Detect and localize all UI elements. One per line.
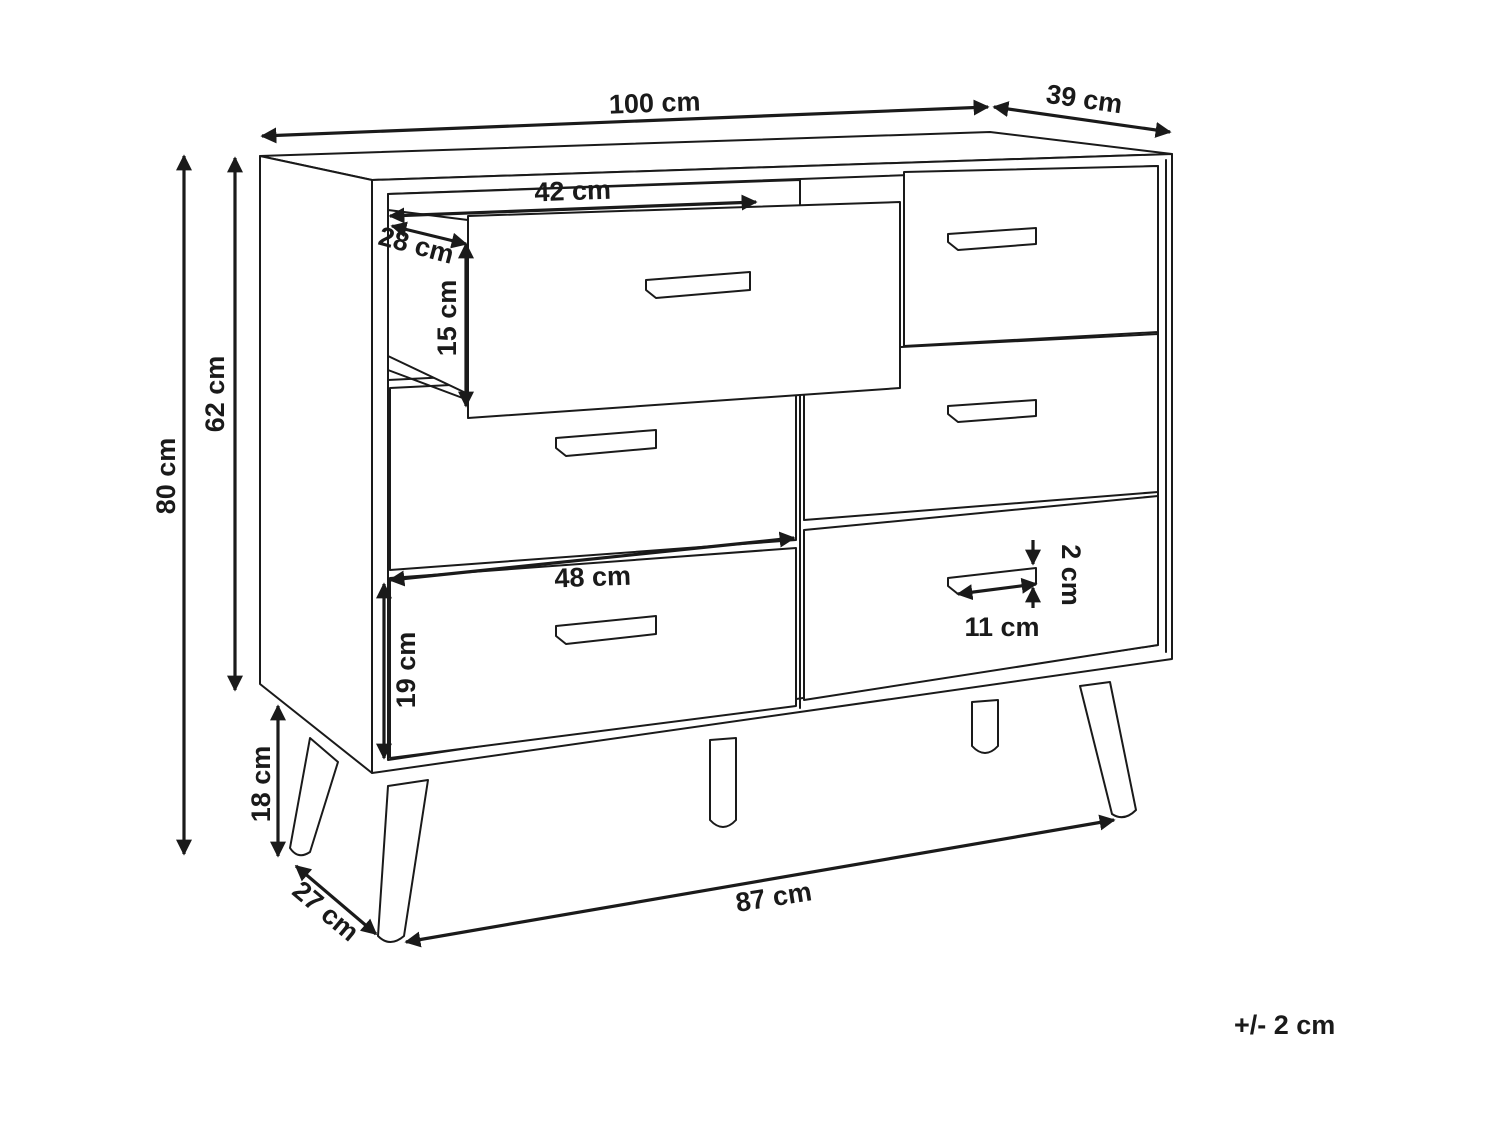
drawer-right-top [903,165,1159,347]
handle-icon [555,615,657,645]
leg-front-center [377,779,429,943]
label-drawer-width-top: 42 cm [534,175,612,208]
label-drawer-height-top: 15 cm [432,280,462,357]
handle-icon [947,399,1037,423]
leg-back-middle [709,737,737,828]
dim-line-leg-width [404,814,1116,948]
leg-front-left [289,737,339,857]
dim-line-drawer-depth [390,221,468,249]
leg-front-right [1079,681,1137,819]
dim-line-width [260,99,990,144]
left-side-panel [259,155,373,774]
label-body-height: 62 cm [200,356,230,433]
dim-line-drawer-width-top [388,194,758,224]
label-drawer-width-bottom: 48 cm [554,561,632,594]
label-total-height: 80 cm [151,438,181,515]
dresser-body [259,131,1173,774]
open-drawer-rail [387,369,469,401]
dimension-lines [176,99,1172,948]
label-drawer-height-bottom: 19 cm [391,632,421,709]
dim-line-leg-depth [294,864,378,936]
handle-icon [645,271,751,299]
label-leg-depth: 27 cm [287,875,365,947]
dim-line-depth [992,101,1172,138]
dim-line-drawer-width-bottom [388,531,796,587]
handle-icon [555,429,657,457]
label-leg-height: 18 cm [246,746,276,823]
label-handle-height: 2 cm [1056,544,1086,606]
label-depth: 39 cm [1044,79,1124,119]
dim-line-handle-width [956,577,1038,601]
label-width: 100 cm [608,86,701,119]
open-drawer-front [467,201,901,419]
handle-icon [947,227,1037,251]
label-handle-width: 11 cm [964,612,1039,642]
leg-back-right [971,699,999,754]
tolerance-note: +/- 2 cm [1234,1010,1336,1040]
